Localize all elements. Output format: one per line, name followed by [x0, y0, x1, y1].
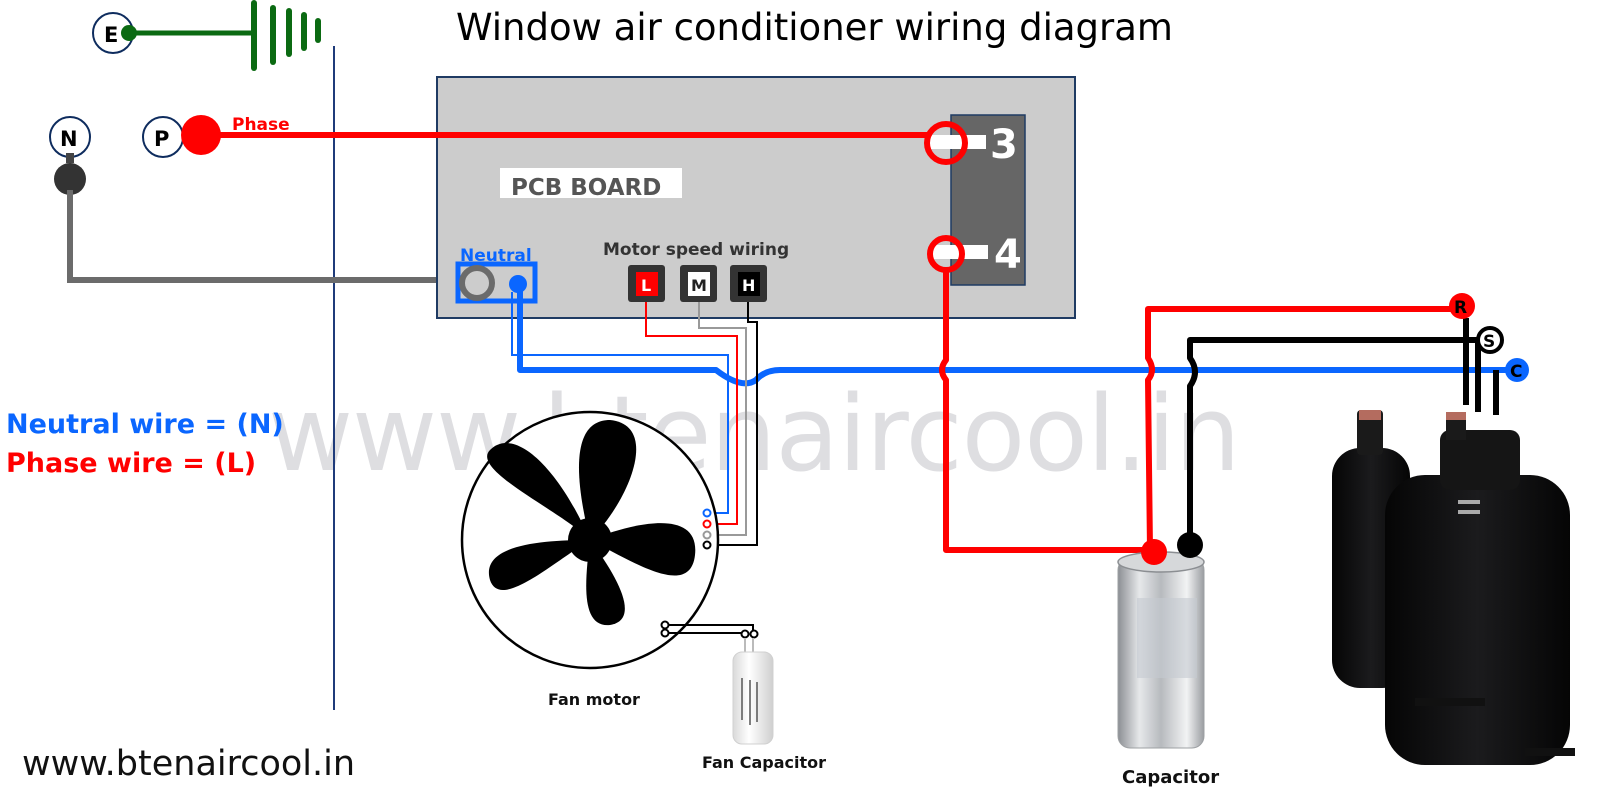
terminal-r-circle [1449, 293, 1475, 319]
fan-terminal-neutral [702, 508, 712, 518]
neutral-terminal-label: N [60, 127, 78, 151]
diagram-title: Window air conditioner wiring diagram [456, 6, 1173, 49]
run-capacitor-label-sticker [1137, 598, 1197, 678]
neutral-output-node [509, 275, 527, 293]
fan-cap-lead-1 [740, 629, 750, 639]
pcb-label: PCB BOARD [511, 175, 661, 201]
svg-text:L: L [641, 276, 651, 295]
svg-text:M: M [691, 276, 707, 295]
fan-neutral-wire [511, 292, 729, 514]
compressor-highlight-2 [1458, 510, 1480, 514]
pcb-label-box [500, 168, 682, 198]
compressor [1332, 318, 1575, 765]
terminal-c-label: C [1510, 362, 1522, 382]
phase-node [181, 115, 221, 155]
fan-terminal-medium [702, 530, 712, 540]
earth-label: E [104, 23, 118, 47]
fan-capacitor-terminal-2 [660, 628, 670, 638]
relay-terminal-4-label: 4 [994, 232, 1022, 278]
fan-capacitor-body [732, 651, 774, 745]
fan-cap-lead-2 [749, 629, 759, 639]
fan-capacitor-label: Fan Capacitor [702, 753, 826, 772]
capacitor-terminal-herm [1141, 539, 1167, 565]
terminal-c-circle [1505, 358, 1529, 382]
fan-capacitor: Fan Capacitor [702, 638, 826, 772]
fan-terminal-high [702, 540, 712, 550]
svg-text:H: H [742, 276, 755, 295]
speed-terminal-medium: M [680, 265, 717, 302]
fan-low-speed-wire [645, 302, 738, 525]
fan-capacitor-terminal-1 [660, 620, 670, 630]
fan-medium-speed-wire [698, 302, 747, 536]
earth-terminal: E [92, 0, 321, 71]
phase-terminal-label: P [154, 127, 169, 151]
neutral-input-connection [459, 265, 495, 301]
legend-phase: Phase wire = (L) [6, 448, 256, 479]
fan-motor-label: Fan motor [548, 690, 640, 709]
neutral-supply-terminal: N [49, 116, 466, 283]
relay-terminal-3-pin [930, 135, 986, 149]
relay-terminal-3-label: 3 [990, 122, 1018, 168]
speed-terminal-high: H [730, 265, 767, 302]
capacitor-to-r-wire [1145, 306, 1460, 551]
run-capacitor: Capacitor [1117, 532, 1219, 788]
phase-supply-terminal: P Phase [142, 115, 290, 158]
neutral-terminal-stem [66, 153, 74, 163]
motor-speed-label: Motor speed wiring [603, 240, 789, 260]
compressor-foot-right [1525, 748, 1575, 756]
watermark: www.btenaircool.in [268, 373, 1240, 495]
pcb-board: PCB BOARD 3 4 Neutral Motor speed wiring… [436, 76, 1076, 319]
terminal-r-label: R [1454, 298, 1467, 318]
capacitor-label: Capacitor [1122, 767, 1219, 788]
relay-terminal-3-connection [924, 121, 968, 165]
terminal-s-circle [1476, 326, 1504, 354]
capacitor-terminal-common [1177, 532, 1203, 558]
ground-symbol-icon [251, 0, 321, 71]
pcb-neutral-label: Neutral [460, 246, 532, 266]
accumulator-pipe-cap [1359, 410, 1381, 420]
compressor-terminal-r: R [1449, 293, 1475, 319]
terminal-s-label: S [1483, 332, 1495, 352]
compressor-top [1440, 430, 1520, 490]
phase-wire-label: Phase [232, 115, 290, 135]
legend-neutral: Neutral wire = (N) [6, 409, 284, 440]
fan-terminal-low [702, 519, 712, 529]
fan-capacitor-print [741, 678, 758, 725]
relay-to-capacitor-wire [939, 270, 1150, 553]
neutral-supply-wire [67, 190, 466, 283]
compressor-terminal-c: C [1505, 358, 1529, 382]
compressor-foot-left [1415, 698, 1485, 706]
neutral-main-wire [517, 290, 1510, 387]
compressor-shell [1385, 475, 1570, 765]
capacitor-to-s-wire [1187, 337, 1490, 545]
neutral-node [54, 163, 86, 195]
compressor-highlight-1 [1458, 500, 1480, 504]
footer-url[interactable]: www.btenaircool.in [22, 744, 355, 784]
accumulator-pipe [1357, 410, 1383, 455]
fan-high-speed-wire [712, 302, 758, 546]
fan-blade-icon [487, 420, 696, 626]
compressor-terminal-s: S [1476, 326, 1504, 354]
speed-terminal-low: L [628, 265, 665, 302]
fan-motor: Fan motor [460, 410, 720, 709]
compressor-pipe-cap [1446, 412, 1466, 420]
